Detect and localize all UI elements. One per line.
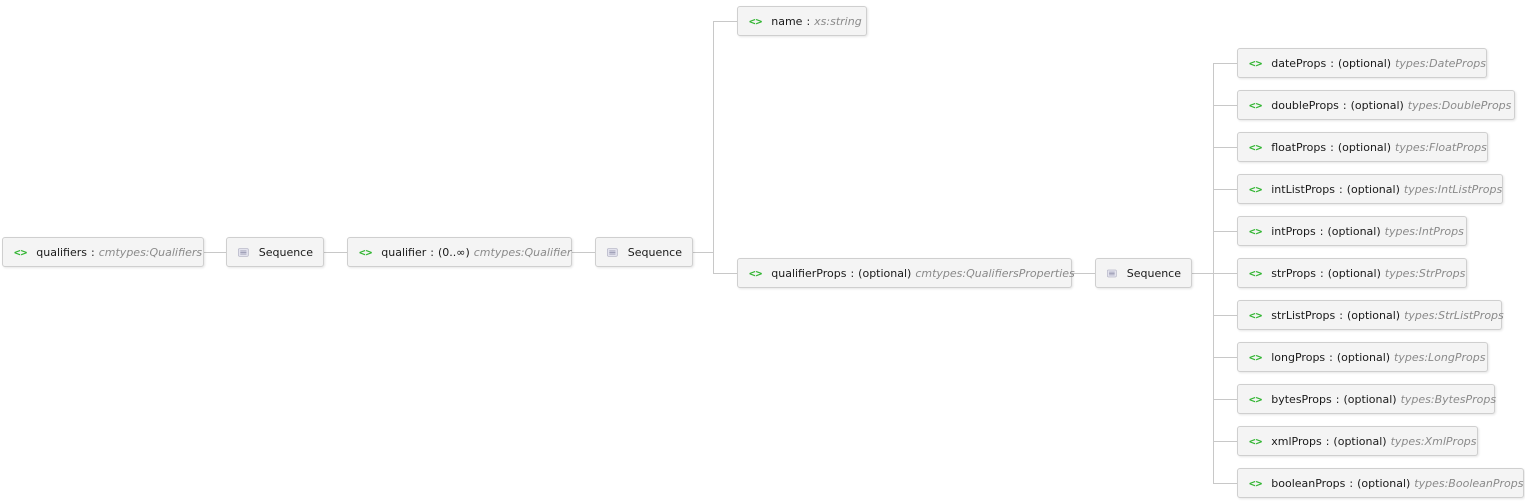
element-name: qualifiers [36, 245, 88, 259]
element-qualifierProps[interactable]: <> qualifierProps : (optional) cmtypes:Q… [737, 258, 1075, 288]
element-occurrence: (optional) [1343, 392, 1397, 406]
element-icon: <> [1249, 350, 1263, 364]
element-icon: <> [1249, 56, 1263, 70]
element-occurrence: (optional) [1350, 98, 1404, 112]
element-separator: : [1349, 476, 1354, 490]
element-occurrence: (optional) [1327, 266, 1381, 280]
sequence-label: Sequence [258, 245, 313, 259]
element-name: qualifierProps [771, 266, 847, 280]
element-type: cmtypes:Qualifiers [98, 245, 203, 259]
element-name: xmlProps [1271, 434, 1322, 448]
element-separator: : [1319, 266, 1324, 280]
element-child[interactable]: <> bytesProps : (optional) types:BytesPr… [1237, 384, 1497, 414]
element-icon: <> [1249, 266, 1263, 280]
element-icon: <> [1249, 182, 1263, 196]
element-occurrence: (0..∞) [438, 245, 470, 259]
element-occurrence: (optional) [1337, 56, 1392, 70]
element-name: bytesProps [1271, 392, 1332, 406]
element-icon: <> [14, 245, 28, 259]
element-icon: <> [1249, 392, 1263, 406]
element-child[interactable]: <> intListProps : (optional) types:IntLi… [1237, 174, 1503, 204]
element-icon: <> [359, 245, 373, 259]
element-icon: <> [1249, 434, 1263, 448]
element-separator: : [1325, 434, 1330, 448]
element-separator: : [806, 14, 811, 28]
element-icon: <> [749, 266, 763, 280]
element-name: intListProps [1271, 182, 1335, 196]
element-name: strProps [1271, 266, 1316, 280]
element-child[interactable]: <> doubleProps : (optional) types:Double… [1237, 90, 1515, 120]
element-type: types:IntProps [1384, 224, 1464, 238]
element-separator: : [1342, 98, 1347, 112]
element-occurrence: (optional) [858, 266, 912, 280]
element-occurrence: (optional) [1346, 182, 1400, 196]
element-separator: : [1339, 308, 1343, 322]
element-type: types:StrProps [1384, 266, 1466, 280]
element-name: doubleProps [1271, 98, 1339, 112]
sequence-icon [607, 247, 618, 257]
element-occurrence: (optional) [1333, 434, 1387, 448]
sequence-node[interactable]: Sequence [1095, 258, 1192, 288]
element-type: types:LongProps [1394, 350, 1486, 364]
element-occurrence: (optional) [1336, 350, 1391, 364]
element-type: types:IntListProps [1403, 182, 1503, 196]
element-type: types:BytesProps [1400, 392, 1497, 406]
element-child[interactable]: <> longProps : (optional) types:LongProp… [1237, 342, 1488, 372]
element-type: types:DateProps [1395, 56, 1487, 70]
sequence-node[interactable]: Sequence [226, 237, 324, 267]
element-occurrence: (optional) [1337, 140, 1392, 154]
element-child[interactable]: <> intProps : (optional) types:IntProps [1237, 216, 1467, 246]
element-name: longProps [1271, 350, 1326, 364]
element-type: types:FloatProps [1395, 140, 1487, 154]
element-type: cmtypes:QualifiersProperties [915, 266, 1075, 280]
element-name: intProps [1271, 224, 1316, 238]
element-separator: : [850, 266, 855, 280]
element-icon: <> [749, 14, 763, 28]
element-occurrence: (optional) [1357, 476, 1411, 490]
element-qualifiers[interactable]: <> qualifiers : cmtypes:Qualifiers [2, 237, 204, 267]
element-separator: : [1335, 392, 1340, 406]
element-type: types:XmlProps [1390, 434, 1477, 448]
element-separator: : [1338, 182, 1343, 196]
element-child[interactable]: <> strProps : (optional) types:StrProps [1237, 258, 1467, 288]
element-type: xs:string [814, 14, 862, 28]
sequence-node[interactable]: Sequence [595, 237, 693, 267]
element-name: dateProps [1271, 56, 1327, 70]
element-separator: : [91, 245, 95, 259]
element-type: types:BooleanProps [1414, 476, 1524, 490]
element-icon: <> [1249, 476, 1263, 490]
element-qualifier[interactable]: <> qualifier : (0..∞) cmtypes:Qualifier [347, 237, 572, 267]
element-separator: : [1319, 224, 1324, 238]
element-type: types:DoubleProps [1407, 98, 1512, 112]
element-icon: <> [1249, 308, 1263, 322]
sequence-label: Sequence [627, 245, 682, 259]
element-separator: : [430, 245, 434, 259]
element-occurrence: (optional) [1327, 224, 1381, 238]
element-name: strListProps [1271, 308, 1336, 322]
sequence-label: Sequence [1126, 266, 1181, 280]
element-name: qualifier [381, 245, 427, 259]
element-separator: : [1330, 56, 1334, 70]
element-child[interactable]: <> xmlProps : (optional) types:XmlProps [1237, 426, 1478, 456]
sequence-icon [1107, 269, 1117, 277]
element-name: name [771, 14, 803, 28]
element-name: floatProps [1271, 140, 1327, 154]
element-child[interactable]: <> dateProps : (optional) types:DateProp… [1237, 48, 1487, 78]
element-child[interactable]: <> floatProps : (optional) types:FloatPr… [1237, 132, 1488, 162]
element-icon: <> [1249, 98, 1263, 112]
element-icon: <> [1249, 224, 1263, 238]
sequence-icon [238, 247, 249, 257]
element-separator: : [1329, 350, 1333, 364]
element-type: types:StrListProps [1404, 308, 1504, 322]
element-icon: <> [1249, 140, 1263, 154]
element-separator: : [1330, 140, 1334, 154]
element-name: booleanProps [1271, 476, 1346, 490]
element-occurrence: (optional) [1346, 308, 1401, 322]
element-child[interactable]: <> strListProps : (optional) types:StrLi… [1237, 300, 1504, 330]
element-child[interactable]: <> booleanProps : (optional) types:Boole… [1237, 468, 1524, 498]
element-type: cmtypes:Qualifier [473, 245, 572, 259]
element-name-node[interactable]: <> name : xs:string [737, 6, 867, 36]
